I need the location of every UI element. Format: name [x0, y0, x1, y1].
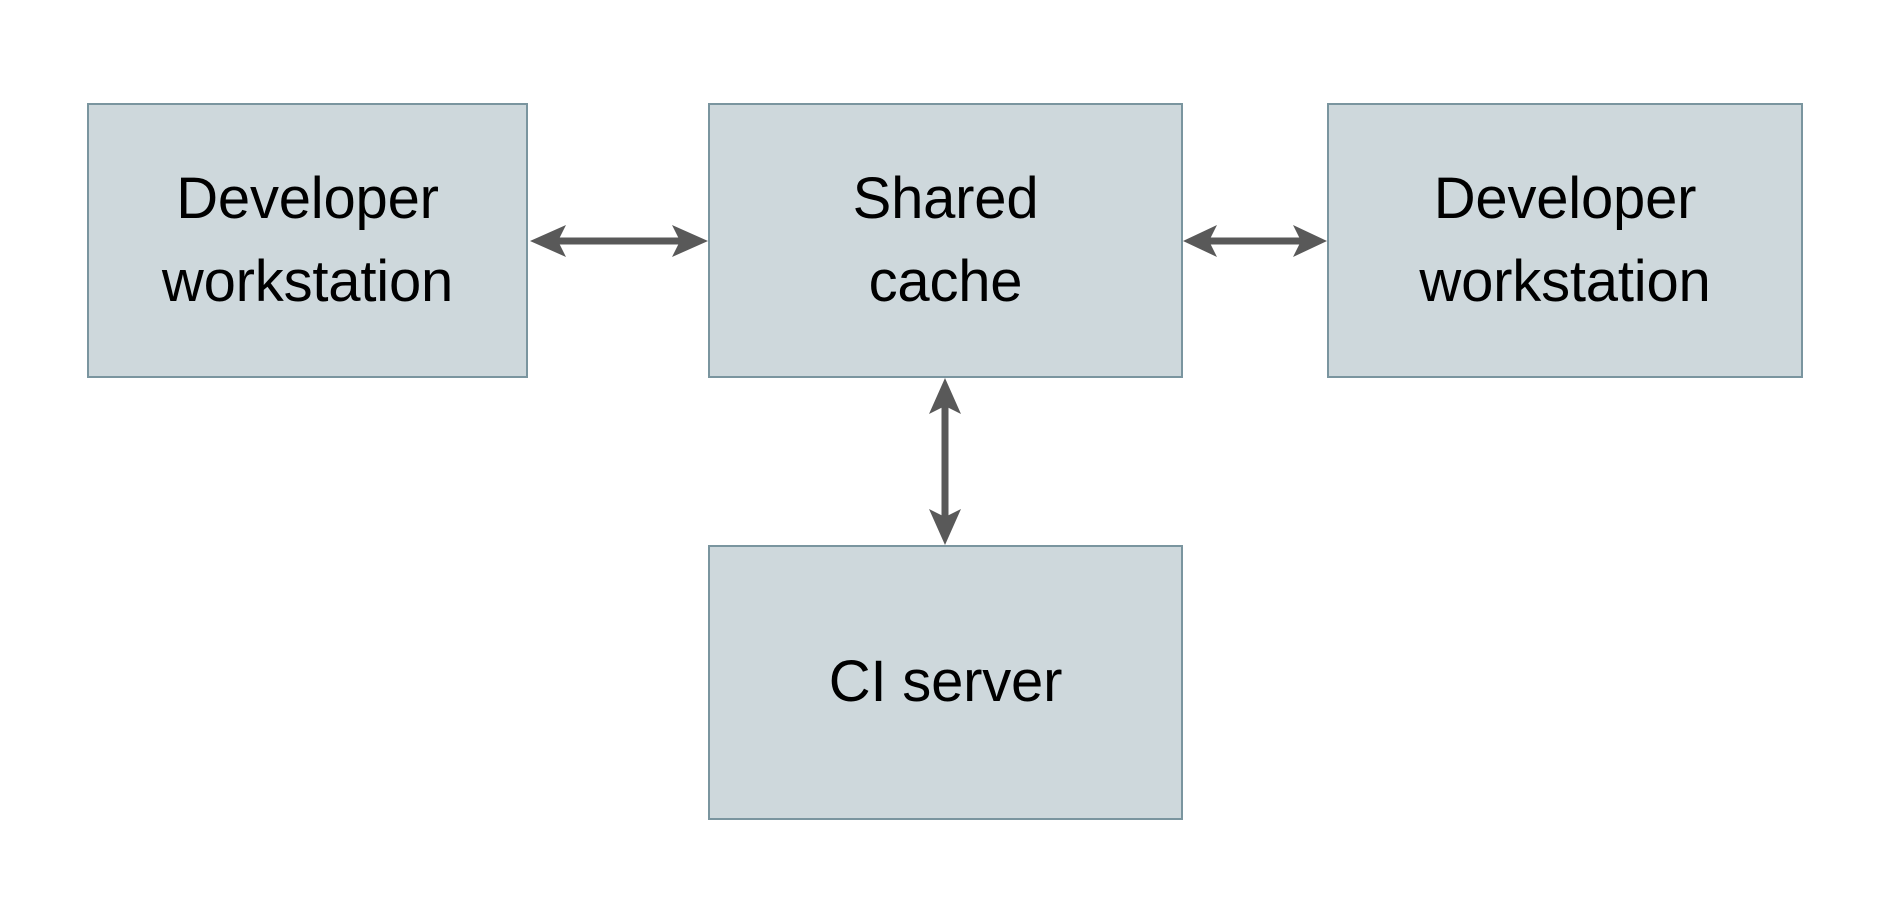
node-developer-workstation-right[interactable]: Developer workstation: [1327, 103, 1803, 378]
edge-shared-cache-to-ci-server: [916, 376, 974, 547]
node-label: Developer workstation: [1419, 166, 1711, 314]
node-label: Developer workstation: [161, 166, 454, 314]
double-arrow-horizontal-icon: [530, 225, 708, 257]
node-label: CI server: [828, 649, 1063, 715]
node-label: Shared cache: [852, 166, 1039, 314]
double-arrow-horizontal-icon: [1183, 225, 1327, 257]
node-developer-workstation-left[interactable]: Developer workstation: [87, 103, 528, 378]
double-arrow-vertical-icon: [929, 378, 961, 545]
node-shared-cache[interactable]: Shared cache: [708, 103, 1183, 378]
edge-shared-cache-to-developer-workstation-right: [1181, 212, 1329, 270]
edge-developer-workstation-left-to-shared-cache: [528, 212, 710, 270]
node-ci-server[interactable]: CI server: [708, 545, 1183, 820]
